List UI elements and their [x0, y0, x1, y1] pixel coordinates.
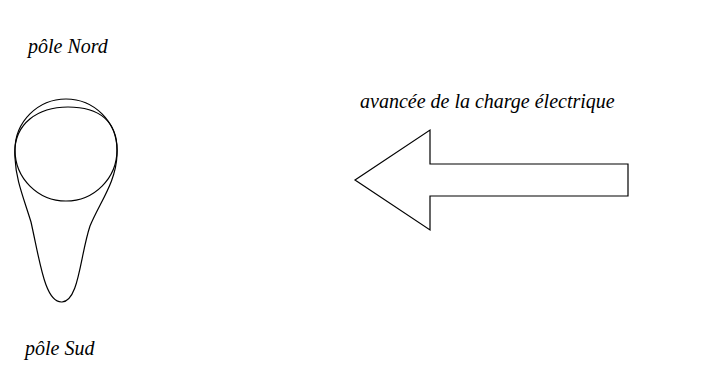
pole-label: pôle Sud [25, 336, 94, 360]
motion-arrow [355, 130, 628, 230]
arrow-caption: avancée de la charge électrique [360, 89, 615, 113]
sphere-outline [15, 99, 117, 201]
deformed-outline [15, 107, 117, 302]
pole-label: pôle Nord [28, 34, 108, 58]
